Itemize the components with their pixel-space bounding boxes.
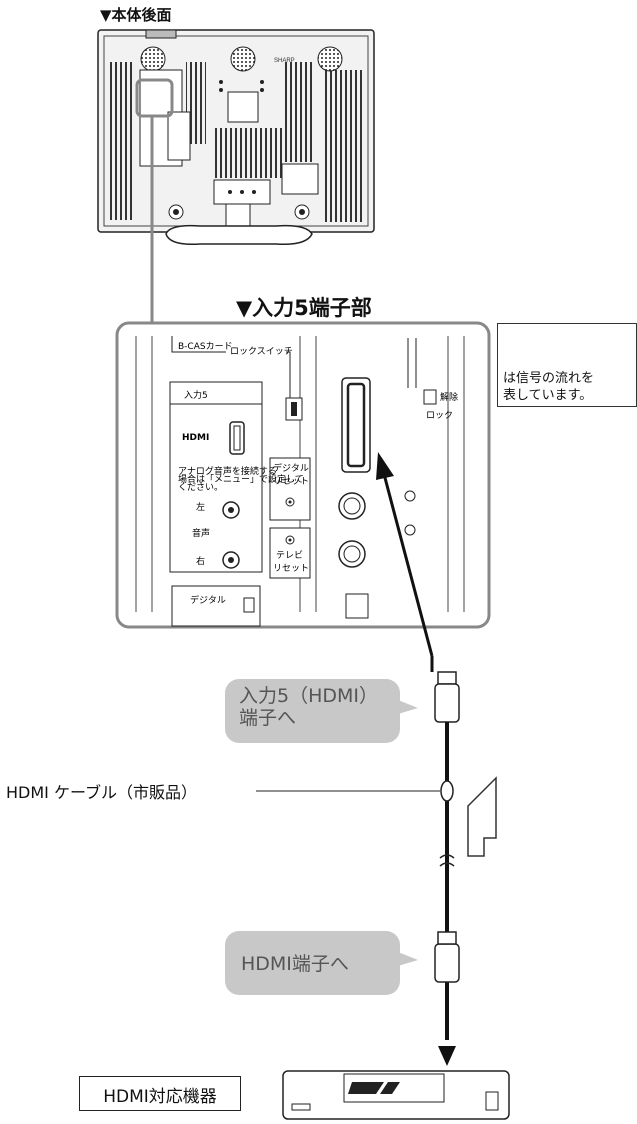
legend-box bbox=[497, 323, 637, 407]
tv-reset-1: テレビ bbox=[276, 550, 303, 561]
digital-label: デジタル bbox=[190, 594, 226, 606]
bubble-hdmi: HDMI端子へ bbox=[225, 931, 400, 995]
release-label: 解除 bbox=[440, 391, 458, 403]
left-label: 左 bbox=[196, 501, 205, 513]
hdmi-device bbox=[282, 1070, 510, 1120]
svg-text:SHARP: SHARP bbox=[274, 58, 295, 64]
bubble-input5-line-1: 入力5（HDMI） bbox=[239, 685, 379, 707]
analog-note-1: アナログ音声を接続する bbox=[178, 465, 277, 477]
cable-label: HDMI ケーブル（市販品） bbox=[6, 783, 198, 802]
analog-note-3: ください。 bbox=[178, 482, 223, 493]
hdmi-cable bbox=[430, 656, 497, 1066]
bcas-label: B-CASカード bbox=[178, 341, 233, 352]
tv-rear-view: SHARP bbox=[97, 29, 375, 246]
right-label: 右 bbox=[196, 555, 205, 567]
input5-label: 入力5 bbox=[184, 389, 208, 401]
rear-view-label: ▼本体後面 bbox=[100, 6, 172, 24]
digital-reset-2: リセット bbox=[273, 476, 309, 487]
device-label: HDMI対応機器 bbox=[103, 1087, 217, 1107]
hdmi-logo: HDMI bbox=[182, 433, 209, 443]
legend-text: は信号の流れを 表しています。 bbox=[503, 370, 633, 404]
legend-line-2: 表しています。 bbox=[503, 388, 593, 403]
panel-closeup bbox=[115, 321, 491, 657]
device-label-box: HDMI対応機器 bbox=[79, 1076, 241, 1111]
legend-line-1: は信号の流れを bbox=[503, 371, 595, 386]
lock-switch-label: ロックスイッチ bbox=[230, 346, 293, 357]
bubble-hdmi-text: HDMI端子へ bbox=[241, 953, 349, 975]
digital-reset-1: デジタル bbox=[273, 462, 309, 474]
bubble-input5-line-2: 端子へ bbox=[239, 707, 297, 729]
tv-reset-2: リセット bbox=[273, 563, 309, 574]
flow-arrow-icon bbox=[467, 776, 497, 857]
audio-label: 音声 bbox=[192, 527, 210, 539]
lock-label: ロック bbox=[426, 410, 453, 421]
bubble-input5: 入力5（HDMI） 端子へ bbox=[225, 679, 400, 743]
section-title: ▼入力5端子部 bbox=[236, 296, 372, 320]
analog-note-2: 場合は「メニュー」で設定して bbox=[178, 473, 304, 485]
